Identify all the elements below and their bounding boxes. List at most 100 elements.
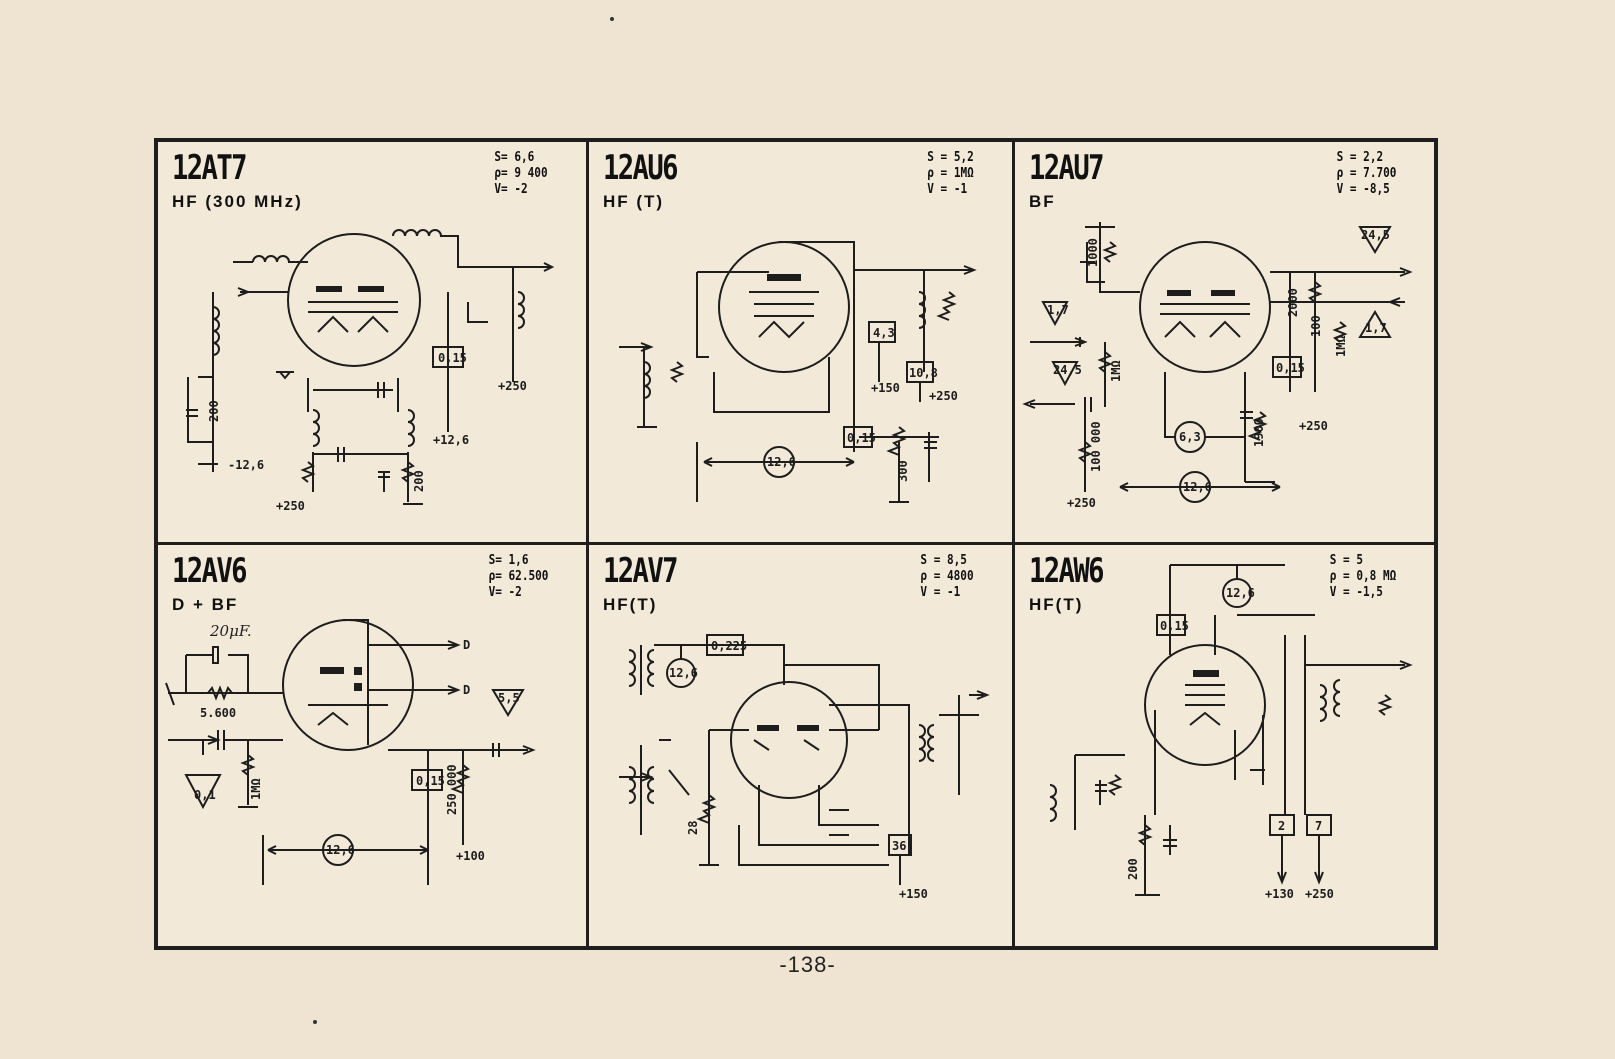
tube-subtitle: D + BF — [172, 595, 239, 614]
tube-envelope — [282, 619, 414, 751]
label-63: 6,3 — [1179, 430, 1201, 444]
cathode-rc — [1240, 382, 1275, 483]
plate-lines — [829, 704, 910, 855]
plate-coil — [392, 229, 548, 268]
label-d2: D — [463, 683, 470, 697]
tube-schematic-grid: 12AT7 HF (300 MHz) S= 6,6 ρ= 9 400 V= -2 — [154, 138, 1438, 950]
grid-net — [659, 729, 749, 865]
grid-net — [696, 271, 830, 413]
box-015 — [411, 769, 443, 791]
label-245b: 24,5 — [1361, 228, 1390, 242]
tube-params: S = 8,5 ρ = 4800 V = -1 — [921, 553, 974, 601]
label-r100k: 100 000 — [1089, 421, 1103, 472]
tube-envelope — [287, 233, 421, 367]
param-rho: ρ = 0,8 MΩ — [1329, 569, 1396, 584]
cathode-coils — [312, 409, 415, 447]
label-5600: 5.600 — [200, 706, 236, 720]
ground-in — [165, 682, 175, 706]
tube-title: 12AV7 — [603, 551, 678, 591]
label-p126: +12,6 — [433, 433, 469, 447]
tube-params: S= 1,6 ρ= 62.500 V= -2 — [488, 553, 548, 601]
heater-126 — [763, 446, 795, 478]
label-p150: +150 — [871, 381, 900, 395]
label-55: 5,5 — [498, 691, 520, 705]
r-5600 — [207, 685, 233, 701]
tube-title: 12AV6 — [172, 551, 247, 591]
bottom-wires — [738, 825, 901, 885]
label-p100: +100 — [456, 849, 485, 863]
label-126: 12,6 — [669, 666, 698, 680]
r-100k — [1077, 404, 1093, 492]
tube-title: 12AT7 — [172, 148, 247, 188]
label-0225: 0,225 — [711, 639, 747, 653]
heater-126 — [322, 834, 354, 866]
param-rho: ρ= 9 400 — [494, 166, 548, 181]
output-coils — [1333, 660, 1413, 717]
label-p150: +150 — [899, 887, 928, 901]
tri-245a — [1051, 361, 1079, 387]
cathode-lower — [312, 447, 409, 502]
panel-12au6: 12AU6 HF (T) S = 5,2 ρ = 1MΩ V = -1 4, — [589, 142, 1015, 545]
r-1000 — [1102, 241, 1118, 263]
input-arrow — [237, 287, 288, 297]
cathode-rc — [1135, 815, 1177, 896]
label-p250a: +250 — [498, 379, 527, 393]
tube-envelope — [1144, 644, 1266, 766]
label-17a: 1,7 — [1047, 303, 1069, 317]
tube-envelope — [718, 241, 850, 373]
input-arrow — [1030, 337, 1088, 347]
label-2: 2 — [1278, 819, 1285, 833]
diode-outputs — [343, 619, 461, 745]
label-108: 10,8 — [909, 366, 938, 380]
r-1m — [238, 740, 258, 808]
tube-subtitle: HF (300 MHz) — [172, 192, 303, 211]
label-r1: 200 — [207, 400, 221, 422]
box-0225 — [706, 634, 744, 656]
label-28: 28 — [686, 821, 700, 835]
output-arrow — [538, 262, 555, 272]
label-r1000: 1000 — [1086, 238, 1100, 267]
anode — [320, 667, 344, 674]
label-1m: 1MΩ — [249, 778, 263, 800]
tube-envelope — [730, 681, 848, 799]
panel-12at7: 12AT7 HF (300 MHz) S= 6,6 ρ= 9 400 V= -2 — [158, 142, 589, 545]
heater-126 — [1222, 578, 1252, 608]
diode-plate — [354, 667, 362, 675]
r-28 — [696, 794, 719, 866]
input-coil — [643, 347, 685, 402]
label-r2: 200 — [412, 470, 426, 492]
plate-line — [447, 292, 488, 432]
anode — [1167, 290, 1191, 296]
cathode-net — [307, 378, 399, 412]
electrodes — [1160, 303, 1250, 338]
tube-subtitle: HF(T) — [603, 595, 658, 614]
plate-line — [779, 241, 977, 452]
cathode-net — [1164, 372, 1246, 438]
param-v: V = -1 — [920, 585, 961, 600]
electrodes — [308, 704, 388, 726]
param-v: V = -8,5 — [1336, 182, 1390, 197]
box-015 — [843, 426, 873, 448]
param-rho: ρ= 62.500 — [488, 569, 548, 584]
cap — [378, 471, 390, 492]
param-s: S = 2,2 — [1336, 150, 1383, 165]
label-r1m2: 1MΩ — [1334, 335, 1348, 357]
electrodes — [753, 739, 820, 751]
label-126: 12,6 — [1226, 586, 1255, 600]
schematic-12au7: 1,7 24,5 24,5 1,7 6,3 12,6 0,15 1000 1MΩ… — [1022, 222, 1413, 510]
label-p250: +250 — [1305, 887, 1334, 901]
label-01: 0,1 — [194, 788, 216, 802]
label-r1m: 1MΩ — [1109, 360, 1123, 382]
supply-arrows — [1277, 835, 1324, 885]
box-015 — [1156, 614, 1186, 636]
param-rho: ρ = 4800 — [920, 569, 974, 584]
label-neg: -12,6 — [228, 458, 264, 472]
tube-title: 12AW6 — [1029, 551, 1104, 591]
anode — [767, 274, 801, 281]
param-s: S = 5 — [1329, 553, 1363, 568]
label-126: 12,6 — [326, 843, 355, 857]
ground-in — [637, 402, 657, 428]
param-rho: ρ = 1MΩ — [927, 166, 974, 181]
grid-coil — [233, 255, 308, 263]
label-300: 300 — [896, 460, 910, 482]
